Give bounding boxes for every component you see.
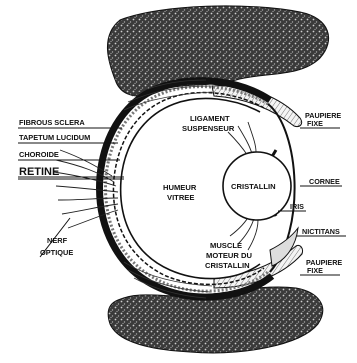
label-moteur-du: MOTEUR DU <box>206 251 252 260</box>
label-ligament: LIGAMENT <box>190 114 230 123</box>
label-nerf: NERF <box>47 236 68 245</box>
label-iris: IRIS <box>290 202 304 211</box>
label-nictitans: NICTITANS <box>302 227 340 236</box>
label-humeur: HUMEUR <box>163 183 197 192</box>
label-cristallin-lens: CRISTALLIN <box>231 182 276 191</box>
label-tapetum-lucidum: TAPETUM LUCIDUM <box>19 133 90 142</box>
label-cornee: CORNEE <box>309 177 340 186</box>
label-cristallin-muscle: CRISTALLIN <box>205 261 250 270</box>
label-vitree: VITREE <box>167 193 194 202</box>
label-fibrous-sclera: FIBROUS SCLERA <box>19 118 85 127</box>
label-retine: RETINE <box>19 166 59 178</box>
label-optique: OPTIQUE <box>40 248 73 257</box>
label-suspenseur: SUSPENSEUR <box>182 124 235 133</box>
label-muscle: MUSCLE <box>210 241 242 250</box>
label-fixe-top: FIXE <box>307 119 323 128</box>
label-fixe-bottom: FIXE <box>307 266 323 275</box>
label-choroide: CHOROIDE <box>19 150 59 159</box>
